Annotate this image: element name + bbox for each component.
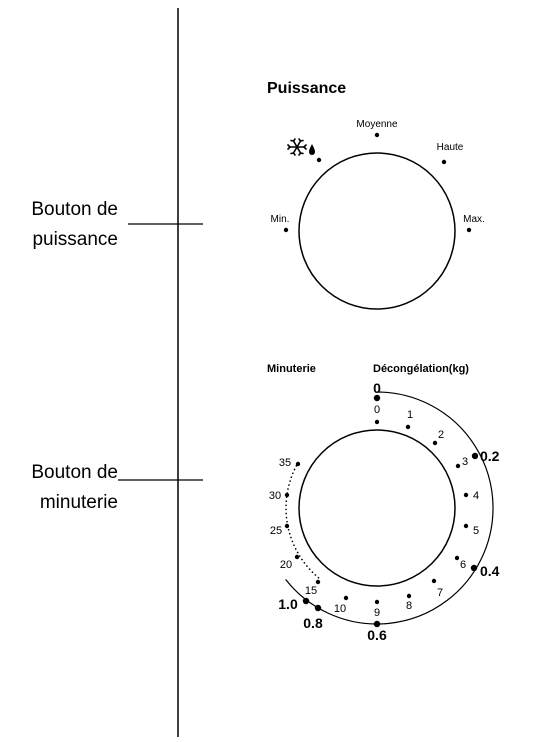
minute-label-6: 6 xyxy=(460,559,466,571)
minute-dot-15 xyxy=(315,579,321,585)
minute-label-2: 2 xyxy=(438,429,444,441)
power-label-min: Min. xyxy=(271,214,290,225)
snowflake-icon xyxy=(287,138,307,156)
power-dot-medium xyxy=(374,132,380,138)
minute-dot-9 xyxy=(374,599,380,605)
timer-callout-line2: minuterie xyxy=(40,492,118,513)
power-dot-high xyxy=(441,159,447,165)
weight-dot-0.2 xyxy=(471,452,479,460)
minute-dot-4 xyxy=(463,492,469,498)
timer-callout-line1: Bouton de xyxy=(31,462,118,483)
weight-label-0.2: 0.2 xyxy=(480,448,500,464)
power-knob[interactable] xyxy=(298,152,456,310)
power-label-max: Max. xyxy=(463,214,485,225)
timer-knob[interactable] xyxy=(298,429,456,587)
minute-dot-25 xyxy=(284,523,290,529)
weight-label-0.6: 0.6 xyxy=(367,627,387,643)
minute-label-0: 0 xyxy=(374,404,380,416)
minute-label-25: 25 xyxy=(270,525,282,537)
weight-dot-1.0 xyxy=(302,597,310,605)
defrost-weight-arc xyxy=(285,391,494,625)
weight-label-1.0: 1.0 xyxy=(278,596,298,612)
minute-label-9: 9 xyxy=(374,607,380,619)
minute-dot-35 xyxy=(295,461,301,467)
minute-dot-20 xyxy=(294,554,300,560)
minute-label-15: 15 xyxy=(305,585,317,597)
weight-dot-0.4 xyxy=(470,564,478,572)
minute-label-35: 35 xyxy=(279,457,291,469)
power-knob-title: Puissance xyxy=(267,80,346,97)
minute-label-30: 30 xyxy=(269,490,281,502)
power-label-medium: Moyenne xyxy=(356,119,398,130)
weight-dot-0 xyxy=(373,394,381,402)
minute-label-5: 5 xyxy=(473,525,479,537)
power-callout-line1: Bouton de xyxy=(31,199,118,220)
minute-dot-30 xyxy=(284,492,290,498)
power-dot-max xyxy=(466,227,472,233)
weight-label-0: 0 xyxy=(373,380,381,396)
minute-label-1: 1 xyxy=(407,409,413,421)
minute-label-8: 8 xyxy=(406,600,412,612)
power-dot-defrost xyxy=(316,157,322,163)
minute-dot-3 xyxy=(455,463,461,469)
minute-label-3: 3 xyxy=(462,456,468,468)
minute-dot-8 xyxy=(406,593,412,599)
weight-dot-0.6 xyxy=(373,620,381,628)
minutes-dotted-arc xyxy=(285,463,320,579)
power-dot-min xyxy=(283,227,289,233)
timer-title-minuterie: Minuterie xyxy=(267,363,316,375)
timer-knob-group: Minuterie Décongélation(kg) 0 1 2 3 4 5 … xyxy=(267,363,500,643)
minute-dot-2 xyxy=(432,440,438,446)
minute-dot-1 xyxy=(405,424,411,430)
weight-label-0.8: 0.8 xyxy=(303,615,323,631)
minute-label-4: 4 xyxy=(473,490,479,502)
minute-dot-0 xyxy=(374,419,380,425)
minute-dot-6 xyxy=(454,555,460,561)
power-label-high: Haute xyxy=(437,142,464,153)
water-drop-icon xyxy=(309,144,315,155)
timer-title-decongelation: Décongélation(kg) xyxy=(373,363,469,375)
minute-dot-10 xyxy=(343,595,349,601)
weight-label-0.4: 0.4 xyxy=(480,563,500,579)
weight-dot-0.8 xyxy=(314,604,322,612)
minute-label-20: 20 xyxy=(280,559,292,571)
power-knob-group: Puissance Moyenne Haute Max. Min. xyxy=(267,80,485,310)
minute-label-7: 7 xyxy=(437,587,443,599)
power-callout-line2: puissance xyxy=(32,229,118,250)
minute-dot-5 xyxy=(463,523,469,529)
minute-label-10: 10 xyxy=(334,603,346,615)
minute-dot-7 xyxy=(431,578,437,584)
